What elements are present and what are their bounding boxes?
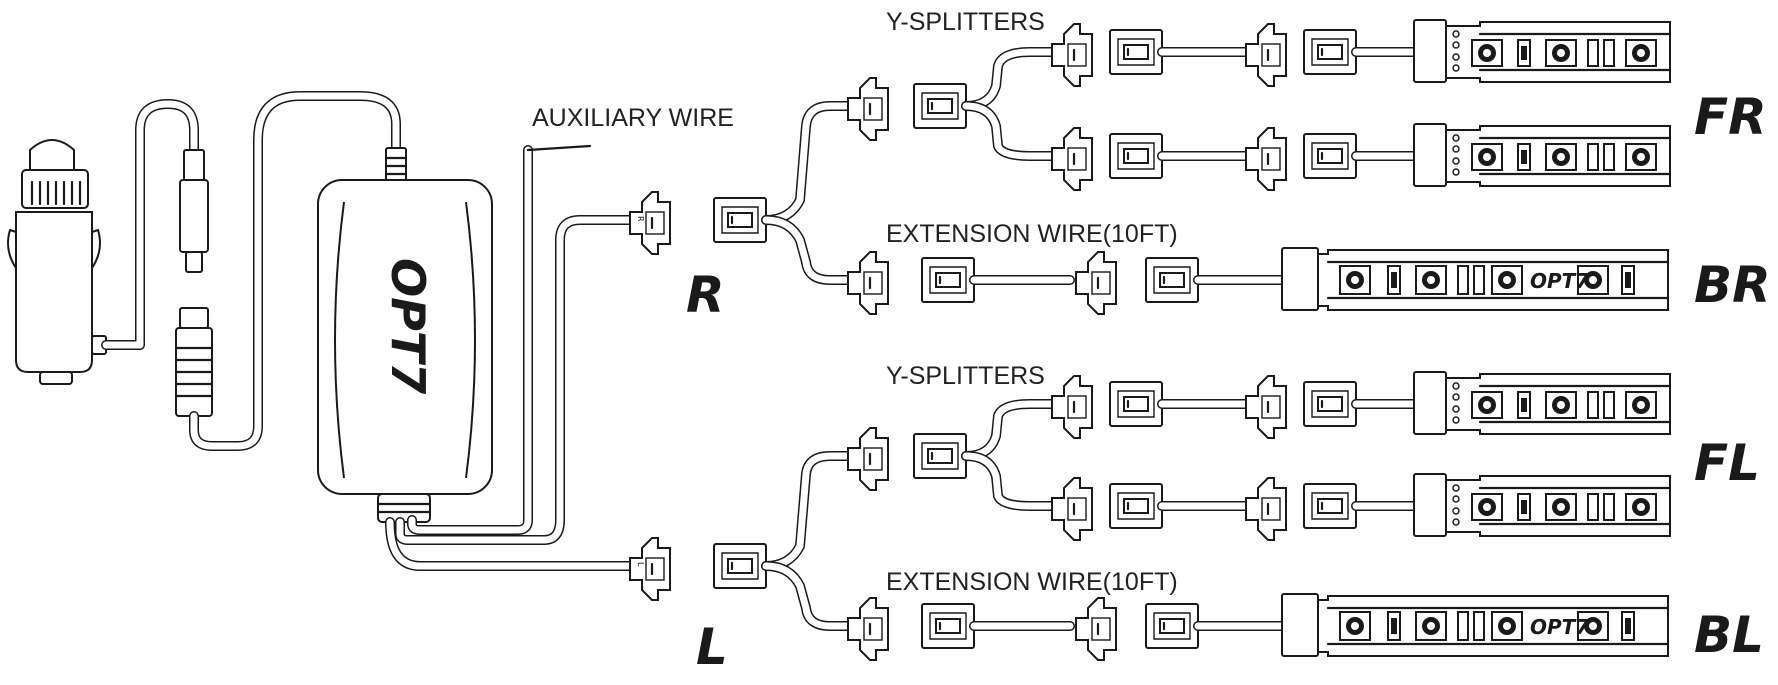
fl1-male-b — [1244, 374, 1288, 440]
cigarette-lighter-plug — [7, 139, 107, 385]
led-strip-br — [1280, 246, 1670, 312]
y-splitter-female-top — [912, 82, 968, 130]
label-extension-wire-top: EXTENSION WIRE(10FT) — [886, 220, 1178, 248]
fr1-male-b — [1244, 22, 1288, 88]
led-strip-fl2 — [1412, 472, 1672, 538]
bl-female-a — [920, 602, 976, 650]
fl2-male-a — [1050, 476, 1094, 542]
br-female-b — [1144, 256, 1200, 304]
fr2-male-a — [1050, 126, 1094, 192]
y-splitter-female-bottom — [912, 432, 968, 480]
connector-r-female — [712, 196, 768, 244]
br-male-a — [846, 250, 890, 316]
br-female-a — [920, 256, 976, 304]
fr2-female-a — [1108, 132, 1164, 180]
svg-text:R: R — [636, 216, 645, 222]
bl-male-a — [846, 596, 890, 662]
fl1-female-b — [1302, 380, 1358, 428]
channel-label-l: L — [696, 618, 728, 676]
fl2-female-a — [1108, 482, 1164, 530]
connector-r-male: R — [628, 190, 672, 256]
led-strip-bl — [1280, 592, 1670, 658]
label-y-splitters-top: Y-SPLITTERS — [886, 8, 1045, 36]
led-strip-fl1 — [1412, 370, 1672, 436]
controller-logo: OPT7 — [381, 258, 435, 394]
svg-text:L: L — [636, 562, 645, 567]
label-y-splitters-bottom: Y-SPLITTERS — [886, 362, 1045, 390]
bl-female-b — [1144, 602, 1200, 650]
br-male-b — [1074, 250, 1118, 316]
label-auxiliary-wire: AUXILIARY WIRE — [532, 104, 734, 132]
fl1-female-a — [1108, 380, 1164, 428]
strip-logo-br: OPT7 — [1530, 269, 1589, 293]
channel-label-r: R — [686, 266, 725, 324]
label-extension-wire-bottom: EXTENSION WIRE(10FT) — [886, 568, 1178, 596]
zone-label-fr: FR — [1694, 88, 1767, 146]
bl-male-b — [1074, 596, 1118, 662]
connector-l-female — [712, 542, 768, 590]
fr2-female-b — [1302, 132, 1358, 180]
led-strip-fr1 — [1412, 18, 1672, 84]
strip-logo-bl: OPT7 — [1530, 615, 1589, 639]
fr1-female-a — [1108, 28, 1164, 76]
zone-label-br: BR — [1694, 256, 1771, 314]
connector-l-male: L — [628, 536, 672, 602]
fl1-male-a — [1050, 374, 1094, 440]
controller-box — [317, 147, 493, 523]
fr2-male-b — [1244, 126, 1288, 192]
y-splitter-male-top — [846, 76, 890, 142]
zone-label-fl: FL — [1694, 434, 1760, 492]
fr1-female-b — [1302, 28, 1358, 76]
zone-label-bl: BL — [1694, 606, 1764, 664]
led-strip-fr2 — [1412, 122, 1672, 188]
fl2-male-b — [1244, 476, 1288, 542]
barrel-plug — [179, 149, 209, 273]
fr1-male-a — [1050, 22, 1094, 88]
y-splitter-male-bottom — [846, 426, 890, 492]
fl2-female-b — [1302, 482, 1358, 530]
barrel-jack — [174, 307, 214, 417]
